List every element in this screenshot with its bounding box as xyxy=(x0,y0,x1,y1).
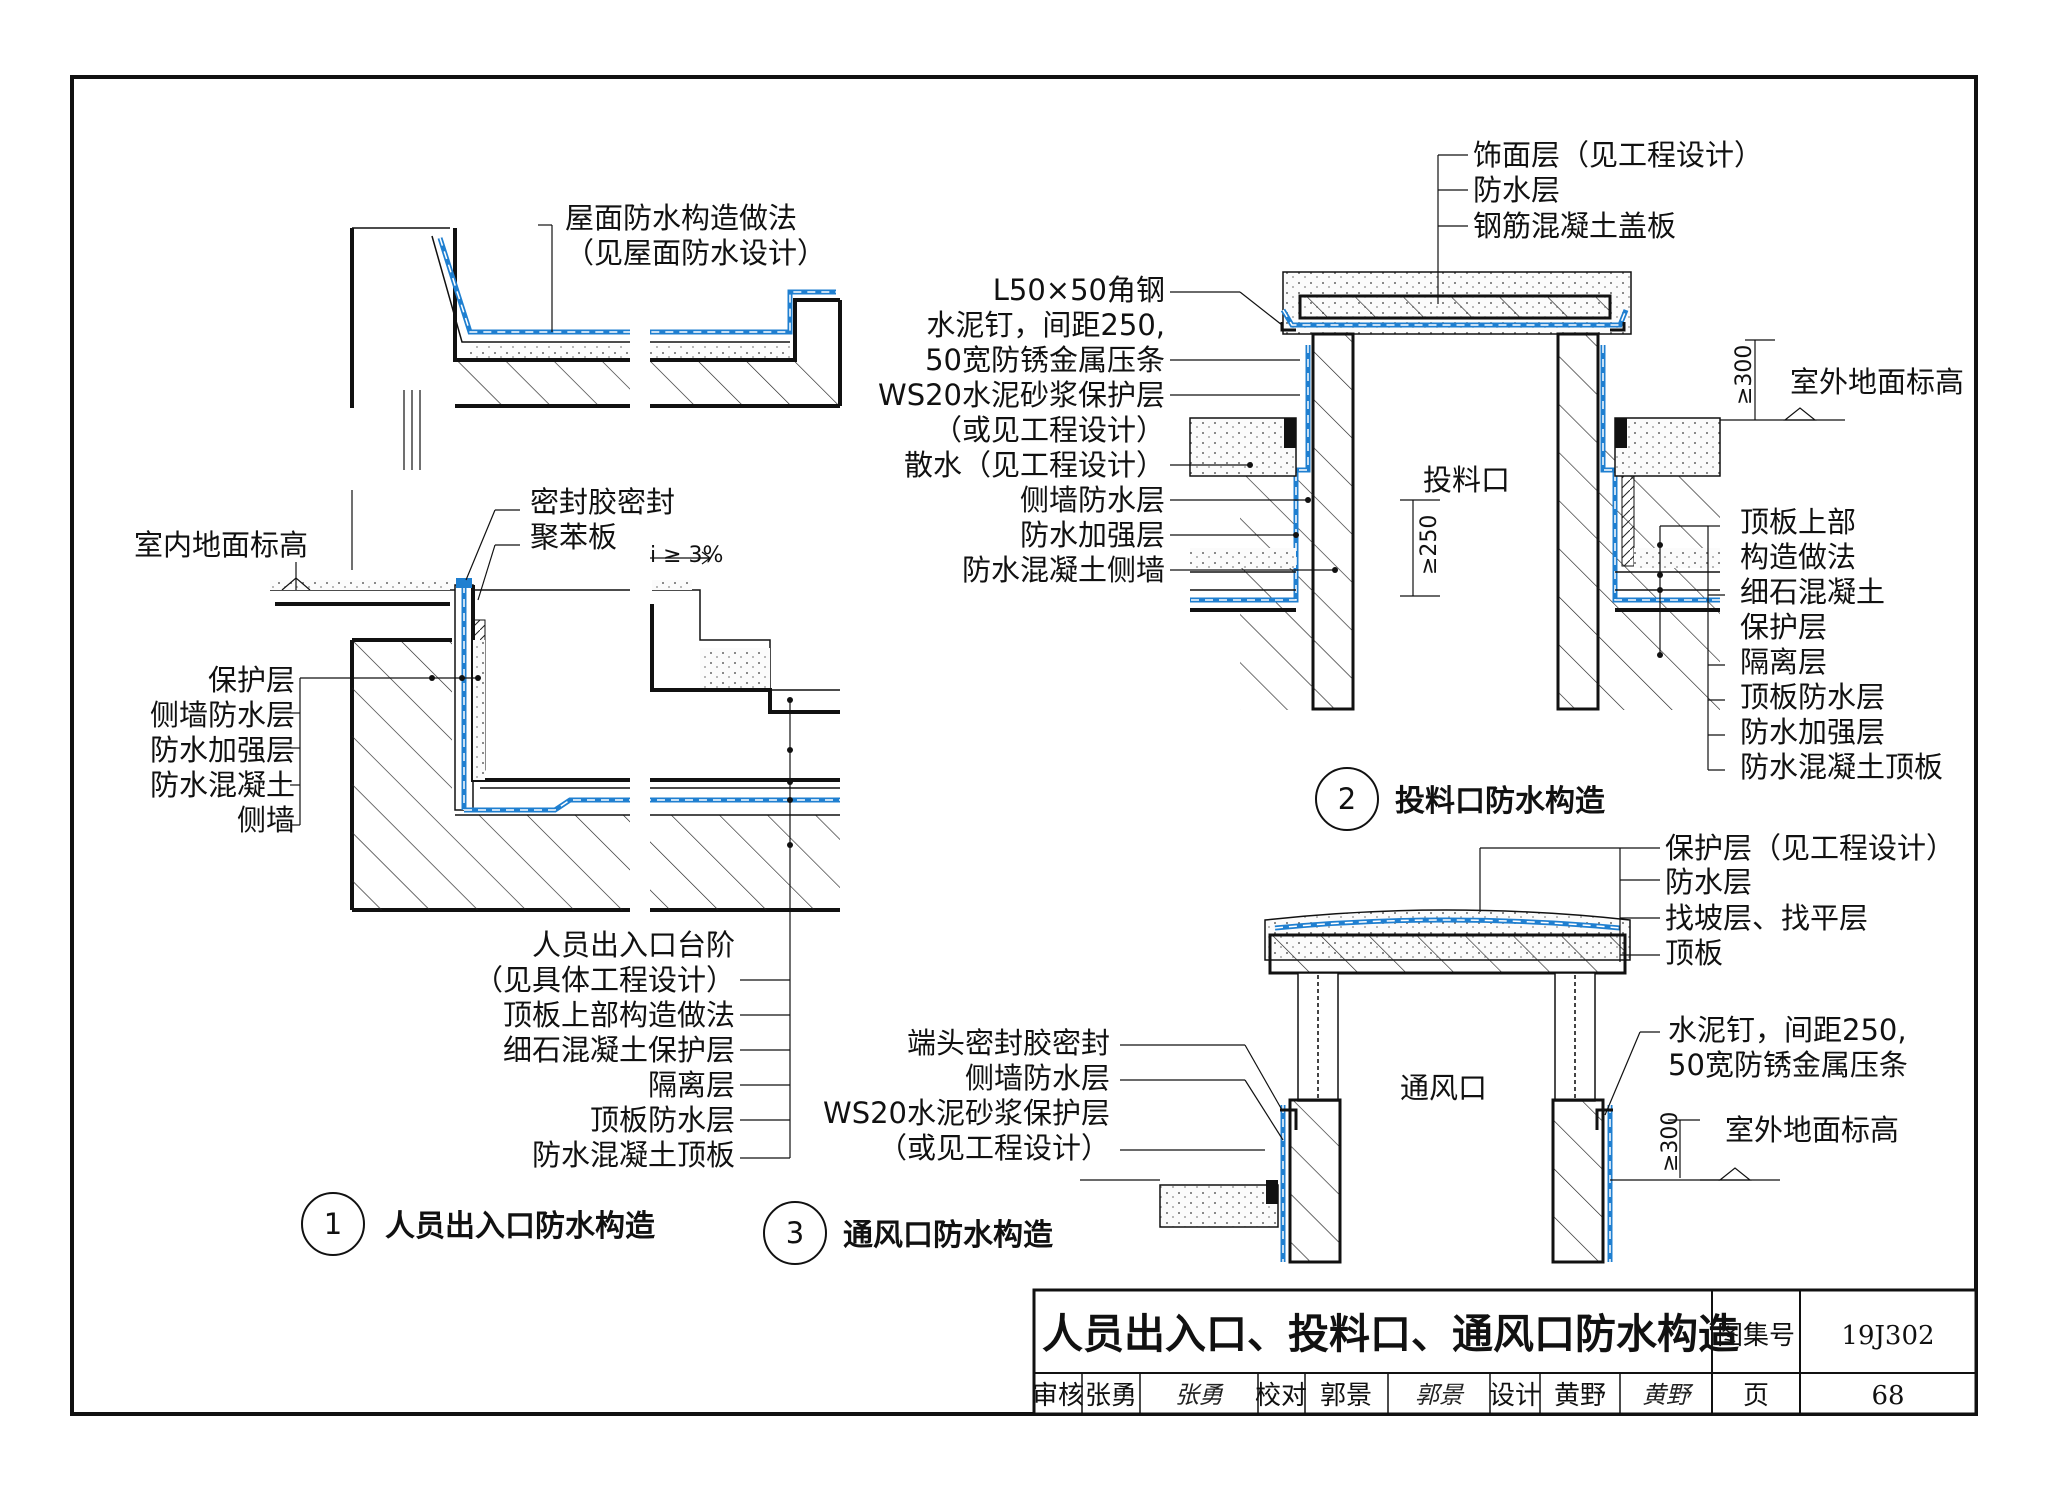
reviewer-name: 张勇 xyxy=(1085,1381,1137,1411)
d3-dim-300: ≥300 xyxy=(1658,1112,1683,1172)
label-sidewall: 侧墙 xyxy=(237,803,295,837)
d2-dim-300: ≥300 xyxy=(1732,345,1757,405)
d3-metal-strip: 50宽防锈金属压条 xyxy=(1668,1048,1908,1082)
title-block xyxy=(1032,1288,1978,1416)
label-roof-concrete: 防水混凝土顶板 xyxy=(532,1138,735,1172)
d2-finish-layer: 饰面层（见工程设计） xyxy=(1473,138,1763,172)
page-number: 68 xyxy=(1871,1381,1904,1411)
sealant-label: 密封胶密封 xyxy=(530,485,675,519)
detail-2-drawing xyxy=(1170,154,1845,771)
d2-roof-waterproof: 顶板防水层 xyxy=(1740,680,1885,714)
d2-protect-layer: 保护层 xyxy=(1740,610,1827,644)
label-entrance-step: 人员出入口台阶 xyxy=(532,928,735,962)
designer-name: 黄野 xyxy=(1554,1381,1606,1411)
checker-signature: 郭景 xyxy=(1415,1381,1465,1409)
sheet-border xyxy=(70,75,1978,1416)
label-sidewall-waterproof: 侧墙防水层 xyxy=(150,698,295,732)
label-wp-concrete: 防水混凝土 xyxy=(150,768,295,802)
d2-mortar-protect: WS20水泥砂浆保护层 xyxy=(878,378,1165,412)
detail-1-number-circle xyxy=(301,1192,365,1256)
d3-outdoor-level: 室外地面标高 xyxy=(1725,1113,1899,1147)
detail-1-caption: 人员出入口防水构造 xyxy=(385,1209,655,1244)
detail-3-drawing xyxy=(1080,847,1780,1264)
detail-1-drawing xyxy=(270,224,842,1159)
d3-opening-label: 通风口 xyxy=(1400,1071,1487,1105)
d2-wp-concrete-wall: 防水混凝土侧墙 xyxy=(962,553,1165,587)
eps-board-label: 聚苯板 xyxy=(530,520,617,554)
detail-1-left-labels: 保护层 侧墙防水层 防水加强层 防水混凝土 侧墙 xyxy=(150,663,295,837)
roof-note-line1: 屋面防水构造做法 xyxy=(565,201,797,235)
d3-slope-layer: 找坡层、找平层 xyxy=(1665,901,1868,935)
roof-note-line2: （见屋面防水设计） xyxy=(565,236,826,270)
detail-3-number-circle xyxy=(763,1201,827,1265)
d2-angle-steel: L50×50角钢 xyxy=(993,273,1165,307)
detail-1-bottom-labels: 人员出入口台阶 （见具体工程设计） 顶板上部构造做法 细石混凝土保护层 隔离层 … xyxy=(474,928,735,1172)
label-isolation: 隔离层 xyxy=(648,1068,735,1102)
design-label: 设计 xyxy=(1489,1381,1541,1411)
d3-roof-slab: 顶板 xyxy=(1665,936,1723,970)
slope-label: i ≥ 3% xyxy=(650,543,723,568)
d2-splash-apron: 散水（见工程设计） xyxy=(904,448,1165,482)
indoor-level-label: 室内地面标高 xyxy=(134,528,308,562)
detail-2-right-labels: 顶板上部 构造做法 细石混凝土 保护层 隔离层 顶板防水层 防水加强层 防水混凝… xyxy=(1740,505,1943,784)
d3-protect-layer: 保护层（见工程设计） xyxy=(1665,831,1955,865)
detail-3-top-labels: 保护层（见工程设计） 防水层 找坡层、找平层 顶板 xyxy=(1665,831,1955,970)
check-label: 校对 xyxy=(1255,1381,1307,1411)
d2-reinforce-layer: 防水加强层 xyxy=(1020,518,1165,552)
d3-waterproof: 防水层 xyxy=(1665,865,1752,899)
d3-sidewall-waterproof: 侧墙防水层 xyxy=(965,1061,1110,1095)
d2-dim-250: ≥250 xyxy=(1417,515,1442,575)
d2-roof-concrete: 防水混凝土顶板 xyxy=(1740,750,1943,784)
sheet-title: 人员出入口、投料口、通风口防水构造 xyxy=(1042,1310,1739,1358)
d3-mortar-protect: WS20水泥砂浆保护层 xyxy=(823,1096,1110,1130)
d2-waterproof-layer: 防水层 xyxy=(1473,173,1560,207)
d3-cement-nail: 水泥钉，间距250, xyxy=(1668,1013,1907,1047)
designer-signature: 黄野 xyxy=(1642,1381,1694,1409)
d2-cover-slab: 钢筋混凝土盖板 xyxy=(1473,209,1676,243)
d2-roof-top: 顶板上部 xyxy=(1740,505,1856,539)
detail-2-number: 2 xyxy=(1338,782,1356,816)
label-protect-layer: 保护层 xyxy=(208,663,295,697)
d2-isolation: 隔离层 xyxy=(1740,645,1827,679)
atlas-number: 19J302 xyxy=(1841,1321,1934,1351)
d2-method: 构造做法 xyxy=(1740,540,1856,574)
d2-fine-concrete: 细石混凝土 xyxy=(1740,575,1885,609)
detail-3-number: 3 xyxy=(786,1216,804,1250)
d3-end-sealant: 端头密封胶密封 xyxy=(907,1026,1110,1060)
review-label: 审核 xyxy=(1032,1381,1084,1411)
d2-sidewall-waterproof: 侧墙防水层 xyxy=(1020,483,1165,517)
d2-opening-label: 投料口 xyxy=(1423,463,1510,497)
d2-cement-nail: 水泥钉，间距250, xyxy=(926,308,1165,342)
label-fine-concrete: 细石混凝土保护层 xyxy=(503,1033,735,1067)
label-roof-top-method: 顶板上部构造做法 xyxy=(503,998,735,1032)
label-reinforce-layer: 防水加强层 xyxy=(150,733,295,767)
d2-reinforce: 防水加强层 xyxy=(1740,715,1885,749)
d3-or-see-design: （或见工程设计） xyxy=(878,1131,1110,1165)
detail-2-caption: 投料口防水构造 xyxy=(1395,784,1605,819)
d2-metal-strip: 50宽防锈金属压条 xyxy=(925,343,1165,377)
detail-3-left-labels: 端头密封胶密封 侧墙防水层 WS20水泥砂浆保护层 （或见工程设计） xyxy=(823,1026,1110,1165)
d2-or-see-design: （或见工程设计） xyxy=(933,413,1165,447)
detail-2-number-circle xyxy=(1315,767,1379,831)
atlas-label: 图集号 xyxy=(1717,1321,1795,1351)
detail-2-left-labels: L50×50角钢 水泥钉，间距250, 50宽防锈金属压条 WS20水泥砂浆保护… xyxy=(878,273,1165,587)
label-roof-waterproof: 顶板防水层 xyxy=(590,1103,735,1137)
page-label: 页 xyxy=(1743,1381,1769,1411)
checker-name: 郭景 xyxy=(1320,1381,1372,1411)
label-see-design: （见具体工程设计） xyxy=(474,963,735,997)
detail-1-number: 1 xyxy=(324,1207,342,1241)
detail-3-caption: 通风口防水构造 xyxy=(843,1218,1053,1253)
reviewer-signature: 张勇 xyxy=(1175,1381,1224,1409)
d2-outdoor-level: 室外地面标高 xyxy=(1790,365,1964,399)
